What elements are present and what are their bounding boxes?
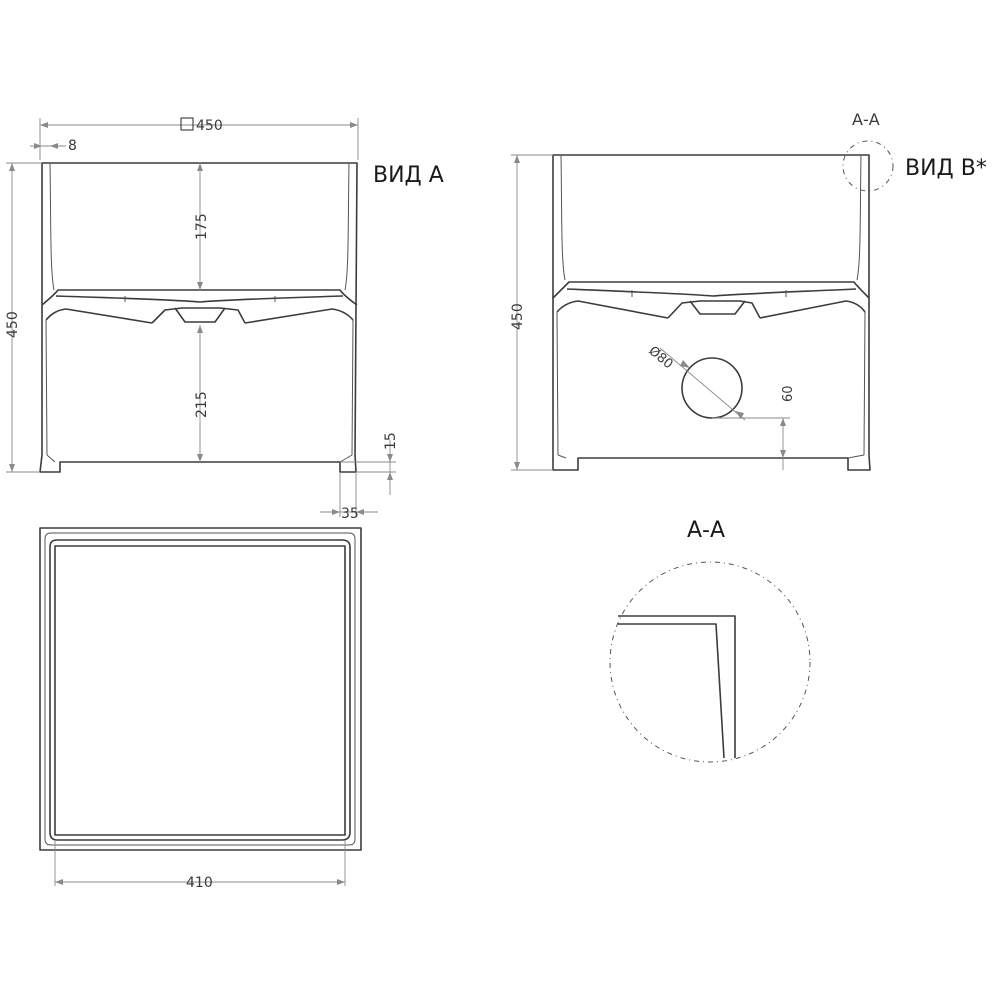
top-view: 410 <box>39 527 362 891</box>
view-b-ribs <box>631 290 787 297</box>
section-aa: А-А <box>609 518 811 763</box>
top-view-inner-rim <box>49 539 351 841</box>
dim-35-line <box>320 472 378 517</box>
view-a-bowl-walls <box>49 162 350 291</box>
dim-80-line <box>659 347 746 421</box>
section-profile <box>618 615 736 759</box>
dim-450-b: 450 <box>510 303 526 330</box>
top-view-outer <box>39 527 362 851</box>
dim-410-line <box>54 840 346 886</box>
view-a-bowl-bottom <box>41 289 358 306</box>
square-symbol-icon <box>180 117 194 131</box>
view-b-drain <box>667 300 761 319</box>
view-a-ribs <box>124 296 276 302</box>
section-callout-circle <box>842 140 894 192</box>
view-a-feet <box>46 454 353 463</box>
view-b-lower-walls <box>556 311 866 459</box>
view-a-drain <box>151 307 246 324</box>
section-detail-circle <box>609 561 811 763</box>
dim-60: 60 <box>781 385 796 402</box>
dim-175: 175 <box>194 213 210 240</box>
dim-80: Ø80 <box>645 344 675 373</box>
dim-450-b-line <box>511 154 553 471</box>
view-b-under-shelf <box>556 300 866 319</box>
view-b-drain-hole <box>681 357 743 419</box>
dim-450-left: 450 <box>5 311 21 338</box>
top-view-bowl <box>54 545 346 836</box>
dim-215: 215 <box>194 391 210 418</box>
dim-15-line <box>340 440 396 495</box>
view-a: 450 8 175 215 450 15 35 ВИД А <box>5 117 444 522</box>
view-a-body-outline <box>39 162 358 473</box>
view-b-body-outline <box>552 154 871 471</box>
dim-450-top: 450 <box>196 118 223 134</box>
view-a-label: ВИД А <box>373 163 444 188</box>
dim-15: 15 <box>383 432 399 450</box>
dim-410: 410 <box>186 875 213 891</box>
view-a-lower-walls <box>45 319 354 456</box>
view-b-bowl-bottom <box>552 281 870 299</box>
view-b-bowl-walls <box>560 154 862 281</box>
view-b-label: ВИД В* <box>905 156 987 181</box>
dim-60-line <box>712 417 790 470</box>
dim-35: 35 <box>341 506 359 522</box>
section-label: А-А <box>687 518 725 543</box>
dim-8: 8 <box>68 138 77 154</box>
view-a-under-shelf <box>45 308 354 324</box>
section-callout-label: А-А <box>852 110 880 129</box>
view-b: Ø80 60 450 А-А ВИД В* <box>510 110 987 471</box>
top-view-rim <box>44 532 356 846</box>
